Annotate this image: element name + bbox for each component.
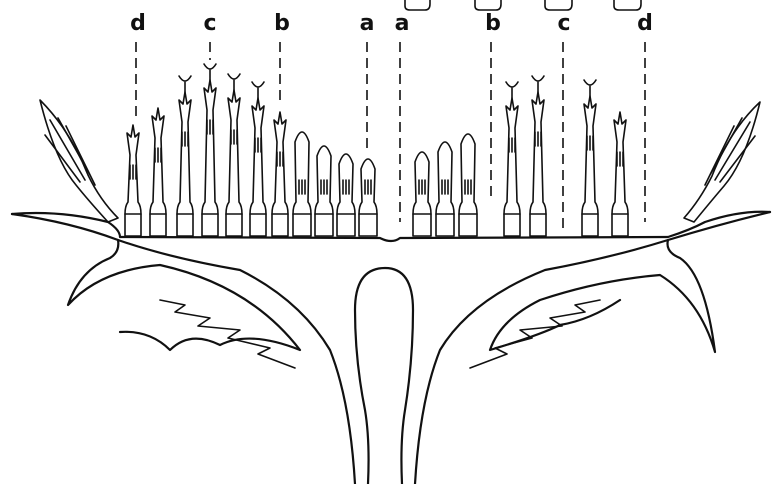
zone-divider-lines: [136, 42, 645, 230]
receptacle: [12, 212, 770, 484]
floret-style: [506, 82, 518, 98]
floret-anthers: [182, 132, 188, 146]
floret-anthers: [321, 180, 327, 194]
floret-anthers: [207, 120, 213, 134]
zone-label-right-b: b: [485, 11, 501, 36]
floret-anthers: [231, 130, 237, 144]
bract-serrations: [160, 300, 600, 368]
floret-anthers: [617, 152, 623, 166]
pappus-bundle-right: [684, 102, 760, 222]
floret-style: [179, 76, 191, 92]
floret-anthers: [365, 180, 371, 194]
zone-label-left-a: a: [360, 11, 375, 36]
floret: [125, 125, 141, 236]
floret-anthers: [255, 138, 261, 152]
pappus-bundle-left: [40, 100, 118, 222]
zone-label-left-b: b: [274, 11, 290, 36]
floret-anthers: [343, 180, 349, 194]
floret-anthers: [509, 138, 515, 152]
floret: [582, 96, 598, 236]
floret: [337, 154, 355, 236]
floret: [250, 98, 266, 236]
floret-anthers: [587, 136, 593, 150]
floret-anthers: [299, 180, 305, 194]
cropped-figure-fragments: [405, 0, 641, 10]
floret-anthers: [442, 180, 448, 194]
floret: [202, 80, 218, 236]
floret-style: [252, 82, 264, 98]
floret-anthers: [419, 180, 425, 194]
floret-style: [584, 80, 596, 96]
floret-style: [228, 74, 240, 90]
floret: [272, 112, 288, 236]
zone-labels: d c b a a b c d: [130, 11, 653, 36]
floret-anthers: [535, 132, 541, 146]
floret: [612, 112, 628, 236]
floret-anthers: [155, 148, 161, 162]
zone-label-right-c: c: [557, 11, 570, 36]
floret-anthers: [130, 165, 136, 179]
zone-label-right-d: d: [637, 11, 653, 36]
floret: [504, 98, 520, 236]
floret-anthers: [277, 152, 283, 166]
zone-label-right-a: a: [395, 11, 410, 36]
floret-style: [204, 64, 216, 80]
floret: [359, 159, 377, 236]
florets: [125, 64, 628, 236]
floret-anthers: [465, 180, 471, 194]
zone-label-left-d: d: [130, 11, 146, 36]
floret: [150, 108, 166, 236]
zone-label-left-c: c: [203, 11, 216, 36]
floret-style: [532, 76, 544, 92]
